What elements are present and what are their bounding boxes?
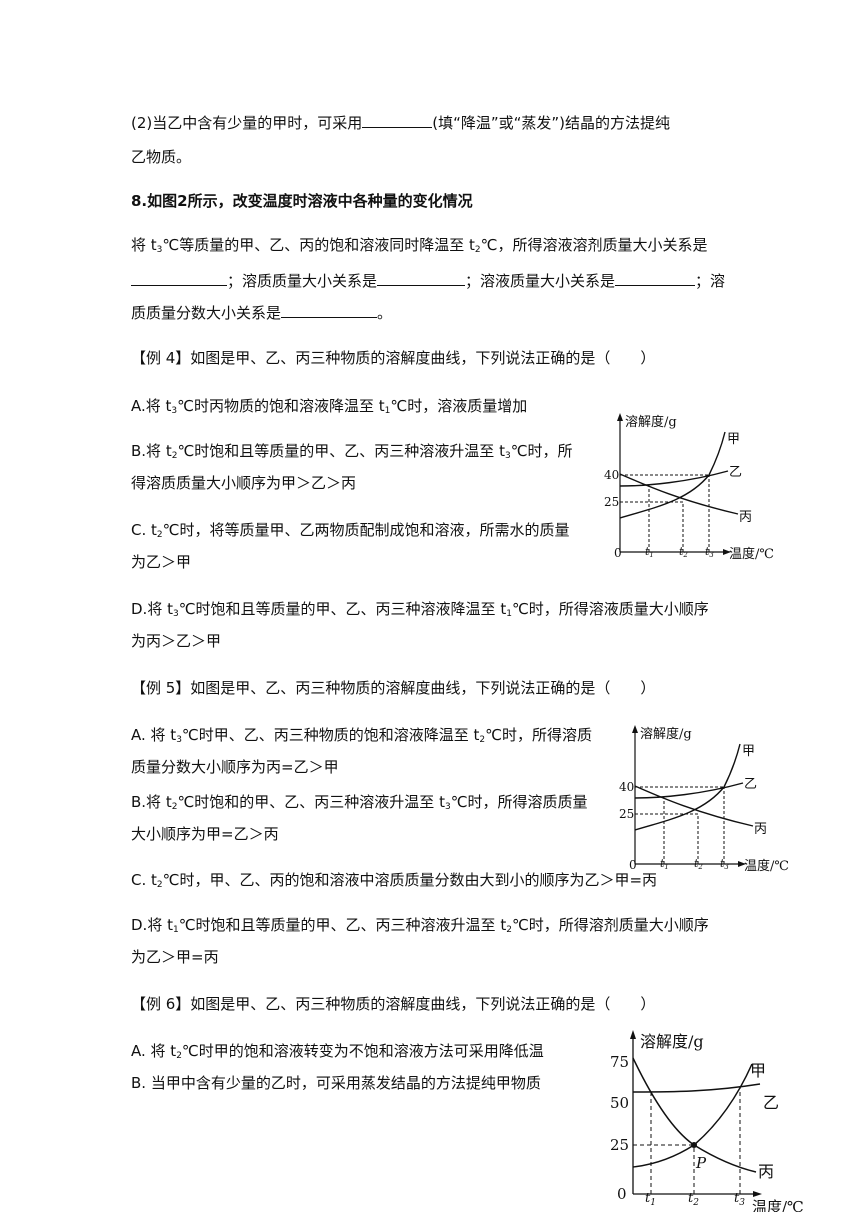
x-axis-label: 温度/℃ <box>729 546 774 562</box>
ex4-solubility-graph: 溶解度/g 温度/℃ 40 25 0 t1 t2 t3 甲 乙 丙 <box>604 413 774 562</box>
y-axis-label: 溶解度/g <box>625 414 677 430</box>
label-yi: 乙 <box>729 465 742 480</box>
tick-t1: t1 <box>645 1191 656 1208</box>
ex5-option-b: B.将 t2℃时饱和的甲、乙、丙三种溶液升温至 t3℃时，所得溶质质量 <box>131 793 588 812</box>
label-yi: 乙 <box>744 777 757 792</box>
label-jia: 甲 <box>727 432 740 447</box>
q8-blank-fraction[interactable] <box>281 301 378 318</box>
ex4-option-c: C. t2℃时，将等质量甲、乙两物质配制成饱和溶液，所需水的质量 <box>131 521 570 540</box>
ex4-option-b-cont: 得溶质质量大小顺序为甲＞乙＞丙 <box>131 474 357 492</box>
ex5-solubility-graph: 溶解度/g 温度/℃ 40 25 0 t1 t2 t3 甲 乙 丙 <box>619 725 789 874</box>
ex4-option-d: D.将 t3℃时饱和且等质量的甲、乙、丙三种溶液降温至 t1℃时，所得溶液质量大… <box>131 600 709 619</box>
q8-title: 8.如图2所示，改变温度时溶液中各种量的变化情况 <box>131 192 473 210</box>
origin-label: 0 <box>614 546 622 560</box>
tick-t1: t1 <box>660 857 669 871</box>
x-axis-label: 温度/℃ <box>752 1198 804 1212</box>
label-jia: 甲 <box>742 744 755 759</box>
q7-part2-line2: 乙物质。 <box>131 148 192 166</box>
y-tick-25: 25 <box>610 1136 629 1154</box>
tick-t3: t3 <box>734 1191 745 1208</box>
ex5-title: 【例 5】如图是甲、乙、丙三种物质的溶解度曲线，下列说法正确的是（ ） <box>131 679 656 697</box>
curve-jia <box>634 743 741 831</box>
q8-blank-solute[interactable] <box>377 269 466 286</box>
origin-label: 0 <box>617 1185 627 1203</box>
q8-line1: 将 t3℃等质量的甲、乙、丙的饱和溶液同时降温至 t2℃，所得溶液溶剂质量大小关… <box>131 236 708 255</box>
y-tick-25: 25 <box>604 495 619 509</box>
label-yi: 乙 <box>763 1093 779 1112</box>
y-tick-50: 50 <box>610 1094 629 1112</box>
tick-t1: t1 <box>645 545 654 559</box>
q7-part2-line1: (2)当乙中含有少量的甲时，可采用(填“降温”或“蒸发”)结晶的方法提纯 <box>131 111 670 134</box>
tick-t3: t3 <box>705 545 714 559</box>
y-tick-75: 75 <box>610 1053 629 1071</box>
ex4-option-a: A.将 t3℃时丙物质的饱和溶液降温至 t1℃时，溶液质量增加 <box>131 397 528 416</box>
y-axis-label: 溶解度/g <box>640 726 692 742</box>
ex6-option-b: B. 当甲中含有少量的乙时，可采用蒸发结晶的方法提纯甲物质 <box>131 1074 541 1092</box>
ex6-title: 【例 6】如图是甲、乙、丙三种物质的溶解度曲线，下列说法正确的是（ ） <box>131 995 656 1013</box>
label-jia: 甲 <box>750 1061 766 1080</box>
label-p: P <box>695 1154 707 1172</box>
ex6-option-a: A. 将 t2℃时甲的饱和溶液转变为不饱和溶液方法可采用降低温 <box>131 1042 544 1061</box>
ex4-option-b: B.将 t2℃时饱和且等质量的甲、乙、丙三种溶液升温至 t3℃时，所 <box>131 442 573 461</box>
tick-t2: t2 <box>688 1191 699 1208</box>
q8-line3: 质质量分数大小关系是。 <box>131 301 392 324</box>
curve-yi <box>634 782 744 799</box>
origin-label: 0 <box>629 858 637 872</box>
ex4-option-d-cont: 为丙＞乙＞甲 <box>131 632 222 650</box>
ex6-solubility-graph: 溶解度/g 温度/℃ 75 50 25 0 t1 t2 t3 P 甲 乙 丙 <box>610 1030 804 1212</box>
ex5-option-a: A. 将 t3℃时甲、乙、丙三种物质的饱和溶液降温至 t2℃时，所得溶质 <box>131 726 593 745</box>
label-bing: 丙 <box>739 510 752 525</box>
label-bing: 丙 <box>754 822 767 837</box>
x-axis-label: 温度/℃ <box>744 858 789 874</box>
ex4-title: 【例 4】如图是甲、乙、丙三种物质的溶解度曲线，下列说法正确的是（ ） <box>131 349 656 367</box>
ex4-option-c-cont: 为乙＞甲 <box>131 553 192 571</box>
ex5-option-b-cont: 大小顺序为甲=乙＞丙 <box>131 825 279 843</box>
ex5-option-d-cont: 为乙＞甲=丙 <box>131 948 219 966</box>
q8-blank-solution[interactable] <box>615 269 696 286</box>
curve-bing <box>619 473 739 515</box>
curve-yi <box>632 1083 761 1093</box>
ex5-option-c: C. t2℃时，甲、乙、丙的饱和溶液中溶质质量分数由大到小的顺序为乙＞甲=丙 <box>131 871 658 890</box>
y-tick-25: 25 <box>619 807 634 821</box>
ex5-option-a-cont: 质量分数大小顺序为丙=乙＞甲 <box>131 758 339 776</box>
tick-t2: t2 <box>679 545 688 559</box>
ex5-option-d: D.将 t1℃时饱和且等质量的甲、乙、丙三种溶液升温至 t2℃时，所得溶剂质量大… <box>131 916 709 935</box>
y-tick-40: 40 <box>604 468 619 482</box>
q7-blank[interactable] <box>362 111 433 128</box>
intersection-point-p <box>691 1142 697 1148</box>
q8-line2: ；溶质质量大小关系是；溶液质量大小关系是；溶 <box>131 269 725 292</box>
curve-yi <box>619 470 729 487</box>
y-axis-label: 溶解度/g <box>640 1032 704 1051</box>
y-tick-40: 40 <box>619 780 634 794</box>
curve-jia <box>619 431 726 519</box>
curve-bing <box>634 785 754 827</box>
label-bing: 丙 <box>758 1162 774 1181</box>
tick-t3: t3 <box>720 857 729 871</box>
tick-t2: t2 <box>694 857 703 871</box>
q8-blank-solvent[interactable] <box>131 269 227 286</box>
